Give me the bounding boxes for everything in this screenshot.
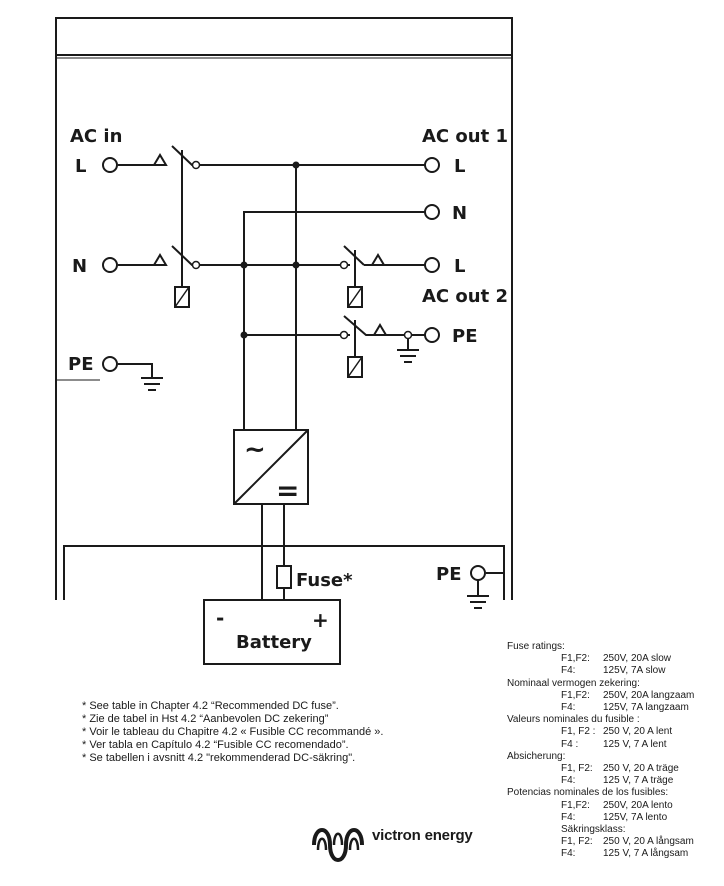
relay-coil-1: [174, 286, 190, 308]
label-pe-left: PE: [68, 354, 94, 375]
fuse-value: 250V, 20A langzaam: [603, 689, 695, 701]
victron-logo-icon: [312, 828, 364, 862]
relay-coil-3: [347, 356, 363, 378]
fuse-key: F4:: [561, 702, 576, 714]
brand-name: victron energy: [372, 826, 473, 844]
label-battery-minus: -: [216, 606, 224, 630]
relay-coil-2: [347, 286, 363, 308]
fuse-key: F1, F2 :: [561, 726, 596, 738]
label-ac-out-N: N: [452, 203, 467, 224]
label-ac-out-PE: PE: [452, 326, 478, 347]
fuse-key: F1,F2:: [561, 799, 590, 811]
fuse-key: F1, F2:: [561, 763, 593, 775]
label-ac-in-N: N: [72, 256, 87, 277]
fuse-heading: Valeurs nominales du fusible :: [507, 714, 640, 726]
fuse-ratings-table: Fuse ratings: F1,F2: 250V, 20A slow F4: 12…: [507, 641, 721, 861]
label-ac-in: AC in: [70, 126, 122, 147]
fuse-key: F1,F2:: [561, 689, 590, 701]
label-ac-out-2: AC out 2: [422, 286, 508, 307]
fuse-heading: Nominaal vermogen zekering:: [507, 677, 640, 689]
footnote-en: * See table in Chapter 4.2 “Recommended …: [82, 700, 339, 712]
terminal-ac-out2-L: [424, 257, 440, 273]
fuse-value: 125 V, 7 A träge: [603, 775, 674, 787]
label-ac-in-L: L: [75, 156, 86, 177]
footnote-nl: * Zie de tabel in Hst 4.2 “Aanbevolen DC…: [82, 713, 329, 725]
fuse-key: F4 :: [561, 738, 579, 750]
fuse-value: 250 V, 20 A träge: [603, 763, 679, 775]
inverter-ac-symbol: ~: [244, 435, 266, 465]
battery: [203, 599, 341, 665]
footnotes: * See table in Chapter 4.2 “Recommended …: [82, 700, 383, 765]
terminal-ac-in-L: [102, 157, 118, 173]
fuse-heading: Fuse ratings:: [507, 641, 565, 652]
fuse-key: F4:: [561, 775, 576, 787]
label-ac-out2-L: L: [454, 256, 465, 277]
fuse-heading: Säkringsklass:: [561, 824, 626, 836]
fuse-key: F4:: [561, 665, 576, 677]
fuse-heading: Absicherung:: [507, 750, 566, 762]
fuse-value: 250 V, 20 A långsam: [603, 836, 694, 848]
terminal-ac-in-N: [102, 257, 118, 273]
label-fuse: Fuse*: [296, 570, 353, 591]
label-pe-right: PE: [436, 564, 462, 585]
fuse-key: F4:: [561, 811, 576, 823]
fuse-value: 125V, 7A slow: [603, 665, 666, 677]
enclosure-outline: [55, 17, 513, 600]
label-ac-out-1: AC out 1: [422, 126, 508, 147]
fuse-key: F4:: [561, 848, 576, 860]
inverter-charger: [233, 429, 309, 505]
fuse-key: F1, F2:: [561, 836, 593, 848]
fuse-value: 125 V, 7 A lent: [603, 738, 667, 750]
fuse-key: F1,F2:: [561, 653, 590, 665]
brand-logo: victron energy: [310, 822, 473, 868]
terminal-ac-out1-L: [424, 157, 440, 173]
dc-fuse: [276, 565, 292, 589]
fuse-heading: Potencias nominales de los fusibles:: [507, 787, 669, 799]
inverter-dc-symbol: =: [276, 474, 299, 507]
ac-out-N-wire: [243, 211, 425, 430]
fuse-value: 125V, 7A lento: [603, 811, 668, 823]
label-battery: Battery: [236, 632, 312, 653]
terminal-ac-out-N: [424, 204, 440, 220]
ac-in-L-switch: [171, 145, 296, 166]
terminal-pe-right: [470, 565, 486, 581]
terminal-ac-out-PE: [424, 327, 440, 343]
fuse-value: 125 V, 7 A långsam: [603, 848, 689, 860]
fuse-value: 250 V, 20 A lent: [603, 726, 673, 738]
label-ac-out1-L: L: [454, 156, 465, 177]
fuse-value: 125V, 7A langzaam: [603, 702, 689, 714]
footnote-fr: * Voir le tableau du Chapitre 4.2 « Fusi…: [82, 726, 384, 738]
fuse-value: 250V, 20A slow: [603, 653, 672, 665]
label-battery-plus: +: [312, 608, 329, 632]
footnote-es: * Ver tabla en Capítulo 4.2 “Fusible CC …: [82, 739, 349, 751]
footnote-sv: * Se tabellen i avsnitt 4.2 "rekommender…: [82, 752, 356, 764]
terminal-pe-left: [102, 356, 118, 372]
fuse-value: 250V, 20A lento: [603, 799, 673, 811]
